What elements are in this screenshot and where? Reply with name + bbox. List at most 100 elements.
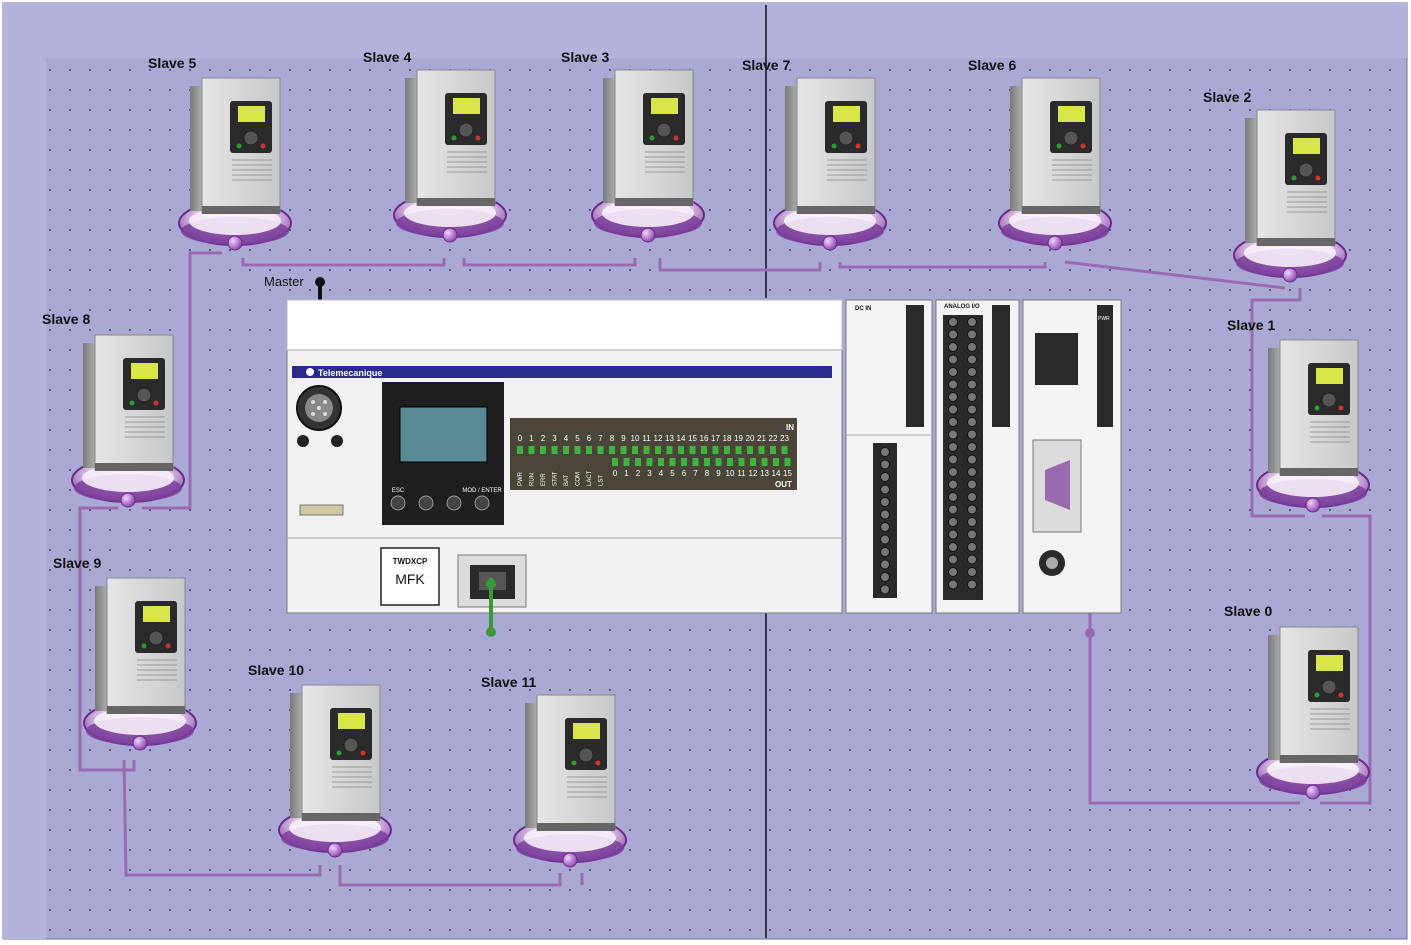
drive-slave2[interactable]: Slave 2 xyxy=(1203,89,1347,283)
analog-terminal xyxy=(948,379,958,390)
display-button[interactable] xyxy=(418,495,434,511)
label-slave9: Slave 9 xyxy=(53,555,101,571)
display-button[interactable] xyxy=(390,495,406,511)
display-button[interactable] xyxy=(446,495,462,511)
in-number: 9 xyxy=(621,434,626,443)
master-label: Master xyxy=(264,274,304,289)
display-button[interactable] xyxy=(474,495,490,511)
label-slave8: Slave 8 xyxy=(42,311,90,327)
status-label: ERR xyxy=(541,473,547,486)
drive-slave11[interactable]: Slave 11 xyxy=(481,674,627,868)
out-led xyxy=(761,458,768,466)
in-number: 21 xyxy=(757,434,766,443)
analog-terminal xyxy=(948,454,958,465)
out-number: 7 xyxy=(693,469,698,478)
in-number: 17 xyxy=(711,434,720,443)
in-led xyxy=(517,446,523,454)
dc-terminal xyxy=(880,584,890,595)
in-led xyxy=(747,446,753,454)
analog-terminal xyxy=(967,367,977,377)
in-led xyxy=(609,446,615,454)
drive-slave5[interactable]: Slave 5 xyxy=(148,55,292,251)
analog-terminal xyxy=(967,529,977,540)
in-label: IN xyxy=(786,423,794,432)
in-led xyxy=(735,446,742,454)
analog-terminal xyxy=(948,429,958,440)
analog-terminal xyxy=(967,504,977,515)
status-label: LST xyxy=(599,475,605,486)
out-led xyxy=(658,458,664,466)
in-number: 20 xyxy=(746,434,755,443)
out-number: 3 xyxy=(647,469,652,478)
drive-slave7[interactable]: Slave 7 xyxy=(742,57,887,251)
module-top-label: TWDXCP xyxy=(393,557,428,566)
mfk-module[interactable]: TWDXCP MFK xyxy=(380,547,440,606)
in-number: 8 xyxy=(610,434,615,443)
out-number: 4 xyxy=(659,469,664,478)
analog-io-module[interactable]: ANALOG I/O xyxy=(935,299,1020,614)
out-number: 5 xyxy=(670,469,675,478)
drive-slave10[interactable]: Slave 10 xyxy=(248,662,392,858)
in-number: 13 xyxy=(665,434,674,443)
drive-slave3[interactable]: Slave 3 xyxy=(561,49,705,243)
out-number: 15 xyxy=(783,469,792,478)
analog-terminal xyxy=(948,492,958,502)
drive-slave9[interactable]: Slave 9 xyxy=(53,555,197,751)
label-slave11: Slave 11 xyxy=(481,674,536,690)
status-label: PWR xyxy=(518,471,524,486)
display-button-label: ESC xyxy=(392,488,405,494)
drive-slave8[interactable]: Slave 8 xyxy=(42,311,185,508)
out-number: 11 xyxy=(737,469,746,478)
out-number: 8 xyxy=(705,469,710,478)
analog-terminal xyxy=(948,504,958,515)
analog-terminal xyxy=(967,479,977,490)
label-slave5: Slave 5 xyxy=(148,55,196,71)
analog-terminal xyxy=(967,517,977,527)
out-number: 14 xyxy=(772,469,781,478)
potentiometer-2[interactable] xyxy=(331,435,343,447)
label-slave7: Slave 7 xyxy=(742,57,790,73)
analog-terminal xyxy=(967,342,977,352)
analog-terminal xyxy=(967,579,977,590)
out-number: 13 xyxy=(760,469,769,478)
potentiometer-1[interactable] xyxy=(297,435,309,447)
out-led xyxy=(784,458,791,466)
analog-terminal xyxy=(967,454,977,465)
label-slave3: Slave 3 xyxy=(561,49,609,65)
status-label: LACT xyxy=(587,470,593,486)
analog-terminal xyxy=(967,329,977,340)
label-slave4: Slave 4 xyxy=(363,49,411,65)
analog-terminal xyxy=(967,317,977,327)
dc-terminal xyxy=(880,547,890,557)
serial-port[interactable] xyxy=(1032,439,1082,533)
in-number: 0 xyxy=(518,434,523,443)
master-port[interactable] xyxy=(296,385,342,431)
drive-slave6[interactable]: Slave 6 xyxy=(968,57,1112,251)
drive-slave0[interactable]: Slave 0 xyxy=(1224,603,1370,800)
out-label: OUT xyxy=(775,480,792,489)
pwr-label: PWR xyxy=(1098,316,1110,322)
out-number: 10 xyxy=(726,469,735,478)
drive-slave4[interactable]: Slave 4 xyxy=(363,49,507,243)
analog-terminal xyxy=(967,429,977,440)
in-led xyxy=(758,446,765,454)
in-led xyxy=(620,446,627,454)
dc-terminal xyxy=(880,447,890,457)
in-led xyxy=(551,446,558,454)
communication-module[interactable]: PWR xyxy=(1022,299,1122,638)
label-slave1: Slave 1 xyxy=(1227,317,1275,333)
plc-brand-bar xyxy=(292,366,832,378)
dc-terminal xyxy=(880,534,890,545)
out-number: 12 xyxy=(749,469,758,478)
out-led xyxy=(704,458,710,466)
memory-slot xyxy=(299,504,344,516)
label-slave10: Slave 10 xyxy=(248,662,304,678)
dc-input-module[interactable]: DC IN xyxy=(845,299,933,614)
in-led xyxy=(528,446,535,454)
analog-terminal xyxy=(948,404,958,415)
drive-slave1[interactable]: Slave 1 xyxy=(1227,317,1370,513)
out-led xyxy=(738,458,745,466)
analog-terminal xyxy=(967,417,977,427)
